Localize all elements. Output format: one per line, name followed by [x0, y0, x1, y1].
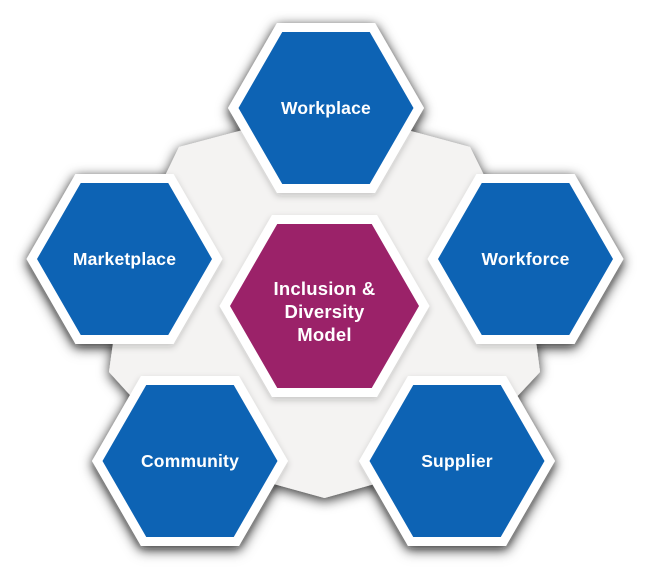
- hexagon-workplace-label: Workplace: [281, 98, 371, 118]
- hexagon-community-label: Community: [141, 451, 239, 471]
- hexagon-workforce-label: Workforce: [481, 249, 569, 269]
- hexagon-marketplace-fill: [37, 183, 212, 335]
- hexagon-cluster: Workplace Workforce Marketplace Communit…: [26, 23, 624, 546]
- hexagon-workforce: Workforce: [427, 174, 624, 344]
- hexagon-center-label-line1: Inclusion &: [274, 278, 376, 299]
- hexagon-marketplace-label: Marketplace: [73, 249, 176, 269]
- hexagon-center-label-line2: Diversity: [285, 301, 365, 322]
- hexagon-center-fill: [230, 224, 419, 388]
- hexagon-marketplace: Marketplace: [26, 174, 223, 344]
- hexagon-supplier-label: Supplier: [421, 451, 493, 471]
- hexagon-supplier: Supplier: [359, 376, 555, 546]
- hexagon-workplace-fill: [238, 32, 414, 184]
- hexagon-workforce-fill: [438, 183, 613, 335]
- hexagon-center-model: Inclusion & Diversity Model: [219, 215, 430, 397]
- hexagon-workplace: Workplace: [228, 23, 424, 193]
- hexagon-supplier-fill: [369, 385, 545, 537]
- hexagon-community-fill: [102, 385, 278, 537]
- hexagon-center-label-line3: Model: [297, 324, 351, 345]
- hexagon-community: Community: [92, 376, 288, 546]
